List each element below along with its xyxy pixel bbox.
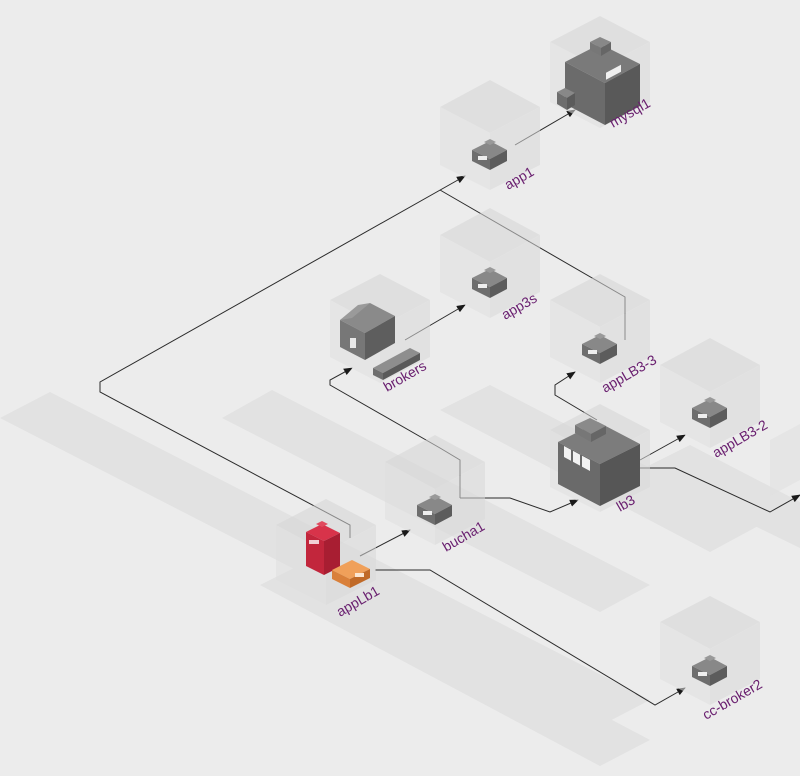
edge-lb3-appLB3-3 <box>554 371 598 421</box>
node-cc-broker2[interactable]: cc-broker2 <box>660 596 765 723</box>
node-lb3[interactable]: lb3 <box>550 404 650 515</box>
selected-app-server-icon <box>306 521 370 588</box>
node-appLB3-2[interactable]: appLB3-2 <box>660 338 770 461</box>
node-bucha1[interactable]: bucha1 <box>385 435 487 555</box>
load-balancer-icon <box>558 418 640 506</box>
app-server-icon <box>472 267 507 298</box>
database-server-icon <box>557 37 640 125</box>
placeholder-cube <box>660 338 760 448</box>
placeholder-cube <box>440 80 540 190</box>
app-server-icon <box>472 139 507 170</box>
app-server-icon <box>417 494 452 525</box>
edge-appLb1-cc-broker2 <box>375 569 686 706</box>
node-app3s[interactable]: app3s <box>440 208 540 323</box>
app-server-icon <box>582 333 617 364</box>
placeholder-cube <box>440 208 540 318</box>
node-appLB3-3[interactable]: appLB3-3 <box>550 274 659 396</box>
edge-lb3-offscreen <box>640 467 800 513</box>
placeholder-cube <box>660 596 760 705</box>
node-mysql1[interactable]: mysql1 <box>550 16 653 131</box>
node-brokers[interactable]: brokers <box>330 274 430 395</box>
app-server-icon <box>692 397 727 428</box>
floor-lane <box>260 560 650 766</box>
node-app1[interactable]: app1 <box>440 80 540 193</box>
node-offscreen <box>770 424 800 496</box>
placeholder-cube <box>385 435 485 545</box>
app-server-icon <box>692 655 727 686</box>
broker-warehouse-icon <box>340 303 420 380</box>
placeholder-cube <box>550 274 650 383</box>
floor-lanes <box>0 385 800 766</box>
